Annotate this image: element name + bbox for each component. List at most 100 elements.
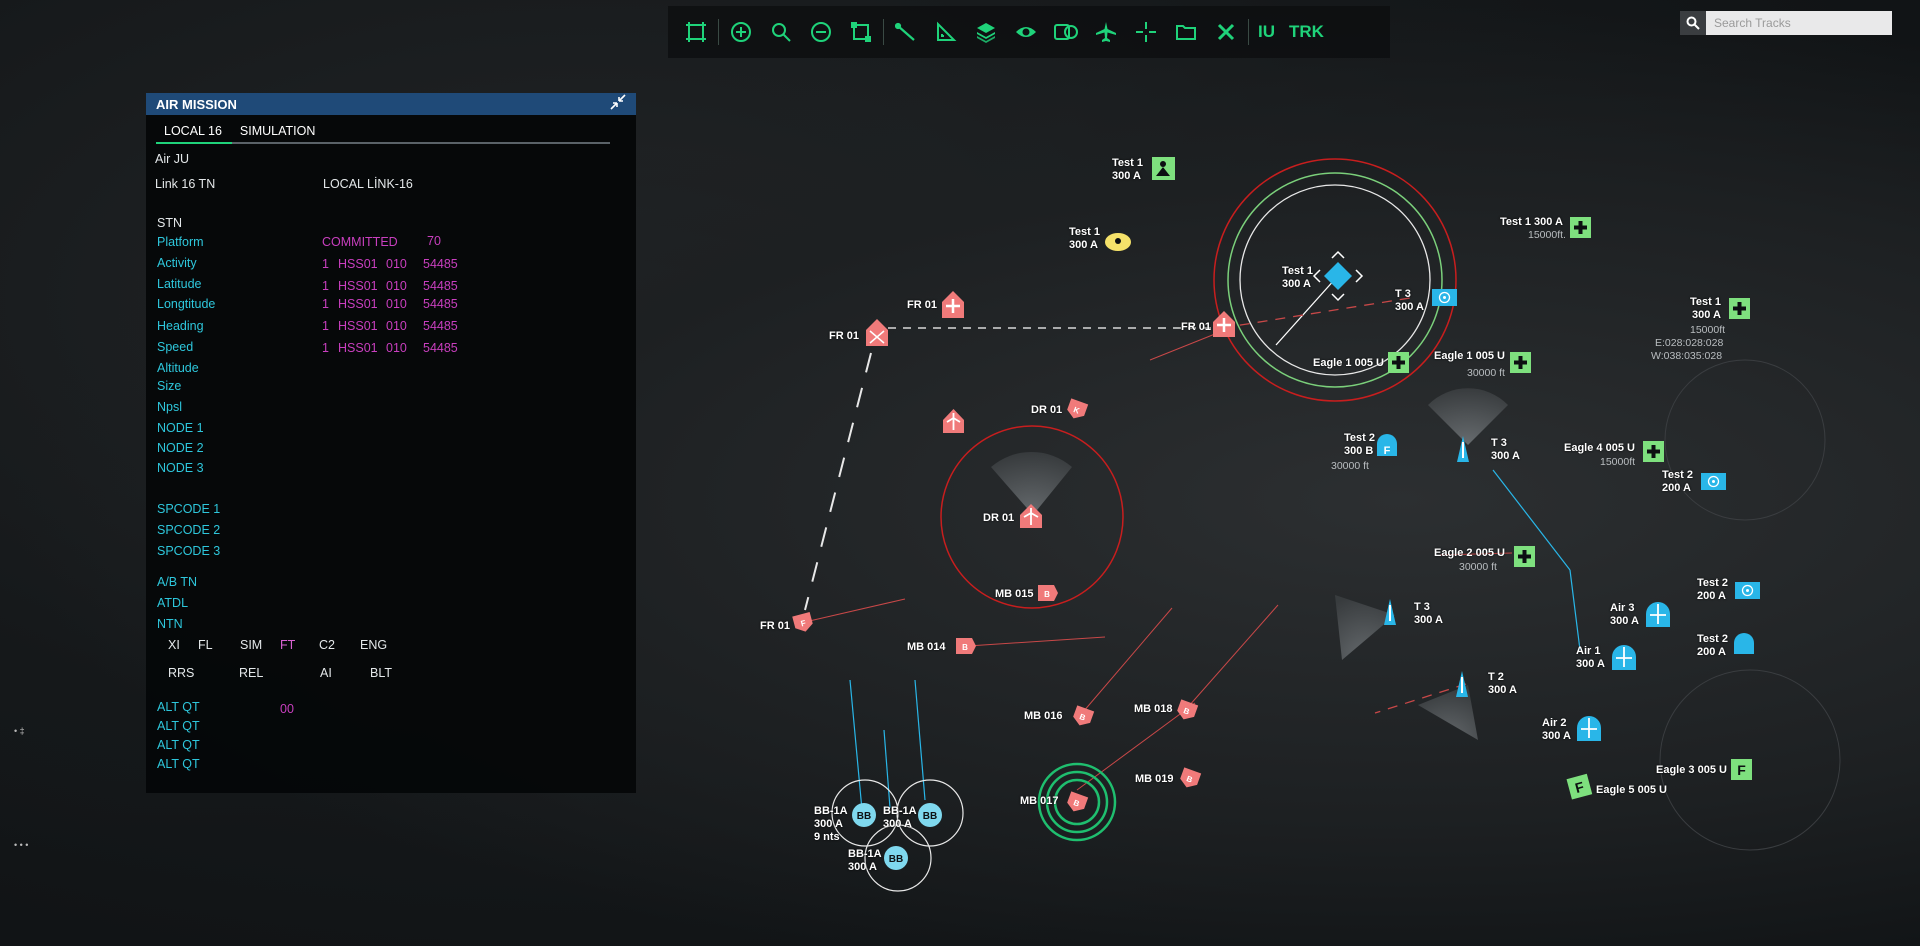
edge-marker: • ‡ xyxy=(14,726,25,736)
t3-neutral-ship-symbol[interactable] xyxy=(1432,289,1457,306)
test2-neutral-f-symbol[interactable]: F xyxy=(1377,434,1397,457)
sensor-sweep-t3-north xyxy=(1428,388,1508,445)
friendly-f-symbol[interactable]: F xyxy=(1566,773,1593,800)
zoom-in-icon[interactable] xyxy=(721,12,761,52)
close-x-icon[interactable] xyxy=(1206,12,1246,52)
flag-c2[interactable]: C2 xyxy=(319,638,335,652)
t2-neutral-bullet-symbol[interactable] xyxy=(1456,671,1468,697)
friendly-cross-symbol[interactable] xyxy=(1510,352,1531,373)
test2-neutral-ship-symbol[interactable] xyxy=(1701,473,1726,490)
folder-icon[interactable] xyxy=(1166,12,1206,52)
flag-rel[interactable]: REL xyxy=(239,666,264,680)
measure-angle-icon[interactable] xyxy=(926,12,966,52)
link16-value[interactable]: LOCAL LİNK-16 xyxy=(323,177,413,191)
bb-track-symbol[interactable]: BB xyxy=(884,846,908,870)
t3-neutral-bullet-symbol[interactable] xyxy=(1384,599,1396,625)
svg-text:B: B xyxy=(1182,706,1191,717)
flag-sim[interactable]: SIM xyxy=(240,638,263,652)
field-label: Platform xyxy=(157,235,204,249)
alt-qt-value: 00 xyxy=(280,702,294,716)
air2-neutral-aircraft-symbol[interactable] xyxy=(1577,716,1601,741)
flag-eng[interactable]: ENG xyxy=(360,638,388,652)
fr01-hostile-house-symbol[interactable] xyxy=(942,291,964,318)
committed-value: 70 xyxy=(427,234,441,248)
track-label: Eagle 1 005 U xyxy=(1434,350,1505,362)
collapse-icon[interactable] xyxy=(610,93,626,115)
sensor-sweep-t2 xyxy=(1418,685,1478,740)
visibility-eye-icon[interactable] xyxy=(1006,12,1046,52)
flag-rrs[interactable]: RRS xyxy=(168,666,195,680)
link-line xyxy=(883,729,891,809)
fr01-hostile-envelope-symbol[interactable] xyxy=(866,319,888,346)
friendly-cross-symbol[interactable] xyxy=(1729,298,1750,319)
range-ring-dr01 xyxy=(940,425,1124,609)
zoom-out-icon[interactable] xyxy=(801,12,841,52)
test1-track-symbol[interactable] xyxy=(1152,157,1175,180)
mb014-hostile-symbol[interactable]: B xyxy=(956,638,976,654)
test2-neutral-dome-symbol[interactable] xyxy=(1734,633,1754,654)
field-label: NODE 3 xyxy=(157,461,204,475)
fr01-hostile-ship-symbol[interactable]: F xyxy=(792,611,814,634)
t3-neutral-bullet-symbol[interactable] xyxy=(1457,436,1469,462)
vector-line xyxy=(804,598,906,623)
link16-label: Link 16 TN xyxy=(155,177,216,191)
display-toggle-icon[interactable] xyxy=(1046,12,1086,52)
layers-icon[interactable] xyxy=(966,12,1006,52)
tab-local-16[interactable]: LOCAL 16 xyxy=(156,119,232,144)
mb016-hostile-symbol[interactable]: B xyxy=(1071,705,1095,728)
svg-text:B: B xyxy=(1185,774,1194,785)
track-label: DR 01 xyxy=(983,512,1015,524)
svg-text:B: B xyxy=(1044,590,1050,599)
friendly-cross-symbol[interactable] xyxy=(1388,352,1409,373)
trk-button[interactable]: TRK xyxy=(1289,22,1324,41)
hostile-aircraft-symbol[interactable] xyxy=(943,409,964,433)
flag-blt[interactable]: BLT xyxy=(370,666,392,680)
test2-neutral-ship-symbol[interactable] xyxy=(1735,582,1760,599)
zoom-magnifier-icon[interactable] xyxy=(761,12,801,52)
test1-selected-track-symbol[interactable] xyxy=(1312,250,1364,302)
bb-track-symbol[interactable]: BB xyxy=(918,803,942,827)
search-input[interactable] xyxy=(1706,11,1892,35)
toolbar-separator xyxy=(883,19,884,45)
flag-fl[interactable]: FL xyxy=(198,638,213,652)
sensor-sweep-t3-mid xyxy=(1335,595,1395,660)
flag-ft[interactable]: FT xyxy=(280,638,296,652)
friendly-cross-symbol[interactable] xyxy=(1514,546,1535,567)
air3-neutral-aircraft-symbol[interactable] xyxy=(1646,602,1670,627)
friendly-f-symbol[interactable]: F xyxy=(1731,759,1752,780)
fr01-hostile-house-symbol[interactable] xyxy=(1213,311,1235,337)
svg-text:BB: BB xyxy=(857,811,871,822)
field-label: Npsl xyxy=(157,400,183,414)
mb019-hostile-symbol[interactable]: B xyxy=(1178,767,1202,790)
mb018-hostile-symbol[interactable]: B xyxy=(1175,699,1199,722)
crosshair-icon[interactable] xyxy=(1126,12,1166,52)
friendly-cross-symbol[interactable] xyxy=(1643,441,1664,462)
flag-ai[interactable]: AI xyxy=(320,666,332,680)
mb015-hostile-symbol[interactable]: B xyxy=(1038,585,1058,601)
friendly-cross-symbol[interactable] xyxy=(1570,217,1591,238)
test1-unknown-track-symbol[interactable] xyxy=(1105,233,1131,251)
link-line xyxy=(1492,469,1571,571)
svg-text:B: B xyxy=(1078,712,1087,723)
dr01-hostile-aircraft-symbol[interactable] xyxy=(1020,504,1042,528)
air1-neutral-aircraft-symbol[interactable] xyxy=(1612,645,1636,670)
sensor-sweep-dr01 xyxy=(991,451,1072,515)
range-ring-green xyxy=(1227,172,1443,388)
svg-text:F: F xyxy=(1384,445,1391,457)
track-coordinates: W:038:035:028 xyxy=(1651,350,1723,362)
mb017-hostile-symbol[interactable]: B xyxy=(1065,791,1089,814)
tab-simulation[interactable]: SIMULATION xyxy=(239,124,316,138)
select-area-icon[interactable] xyxy=(841,12,881,52)
flag-xi[interactable]: XI xyxy=(168,638,180,652)
search-icon[interactable] xyxy=(1680,11,1706,35)
iu-button[interactable]: IU xyxy=(1258,22,1275,41)
dr01-hostile-symbol[interactable]: K xyxy=(1065,398,1089,421)
fit-extent-icon[interactable] xyxy=(676,12,716,52)
aircraft-icon[interactable] xyxy=(1086,12,1126,52)
bb-track-symbol[interactable]: BB xyxy=(852,803,876,827)
draw-line-icon[interactable] xyxy=(886,12,926,52)
